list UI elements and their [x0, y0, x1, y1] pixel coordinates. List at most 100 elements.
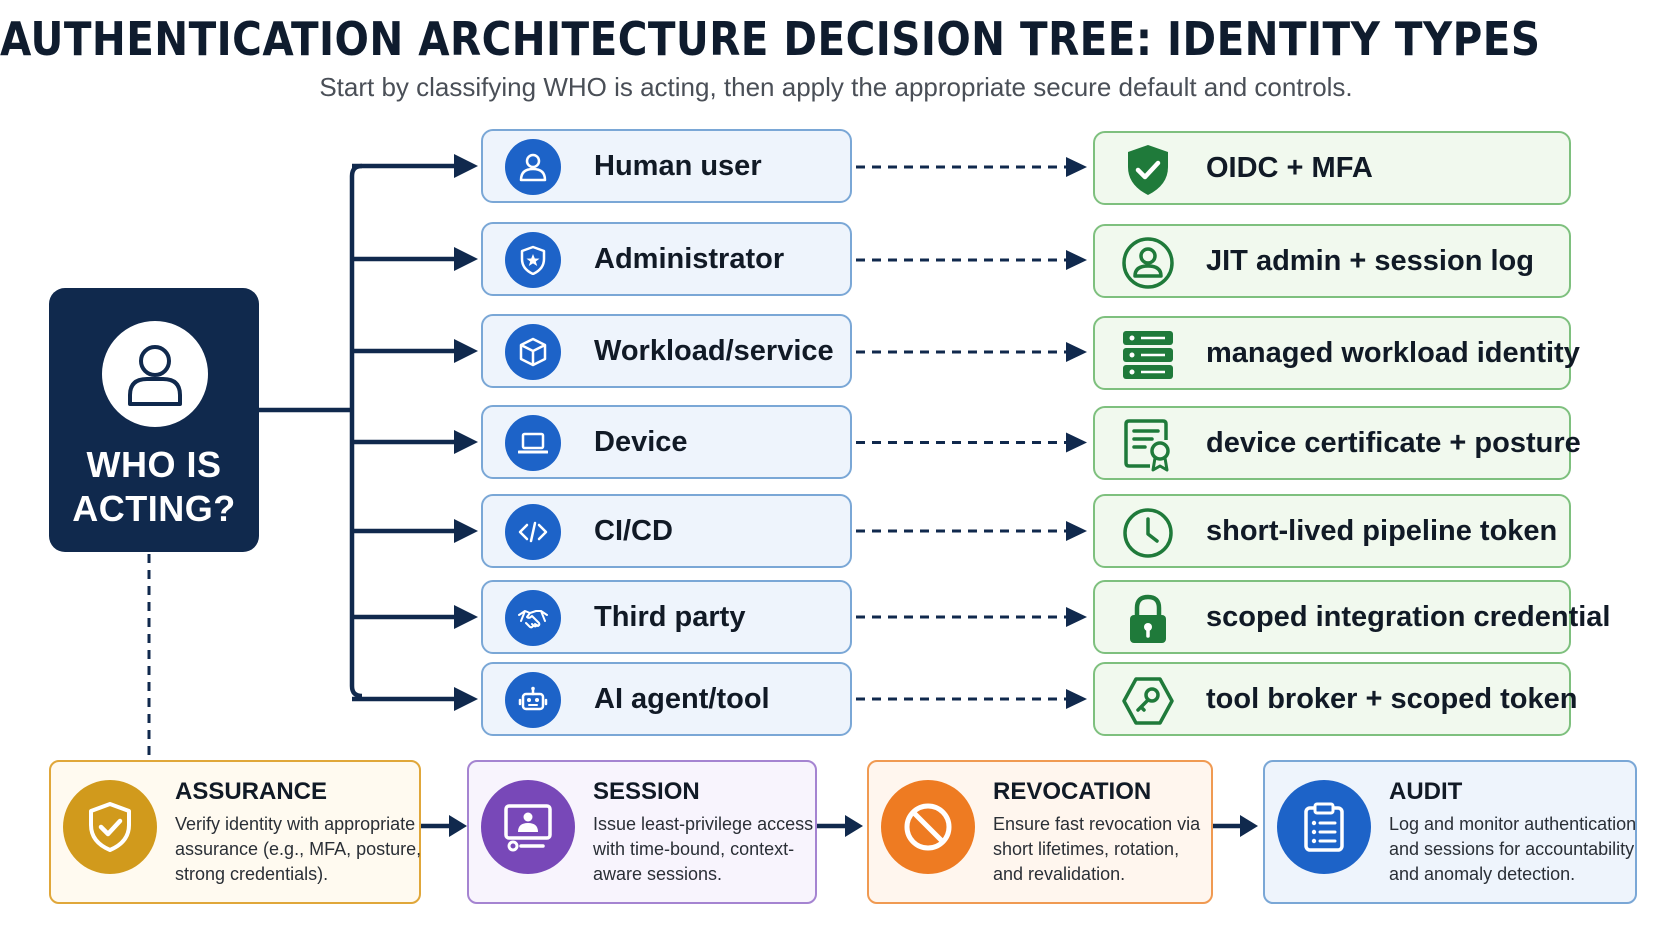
control-label: short-lived pipeline token [1206, 515, 1558, 547]
stage-assurance: ASSURANCE Verify identity with appropria… [49, 760, 421, 904]
control-tool-broker[interactable]: tool broker + scoped token [1093, 662, 1577, 736]
clipboard-list-icon [1277, 780, 1371, 874]
stage-desc-line: and revalidation. [993, 864, 1126, 884]
dashed-arrowhead [1066, 521, 1087, 541]
control-jit-admin[interactable]: JIT admin + session log [1093, 224, 1571, 298]
root-question: WHO IS ACTING? [49, 443, 259, 531]
control-scoped-integration-credential[interactable]: scoped integration credential [1093, 580, 1610, 654]
stage-title: ASSURANCE [175, 778, 328, 805]
page-title: AUTHENTICATION ARCHITECTURE DECISION TRE… [0, 12, 1541, 66]
branch-arrowhead [454, 687, 478, 711]
stage-arrows [421, 815, 1258, 837]
root-line-2: ACTING? [72, 488, 236, 529]
user-circle-icon [1122, 237, 1174, 289]
dashed-arrowhead [1066, 432, 1087, 453]
stage-desc-line: and sessions for accountability [1389, 839, 1635, 859]
identity-label: Administrator [594, 243, 785, 275]
root-line-1: WHO IS [86, 444, 222, 485]
stage-desc-line: Log and monitor authentication [1389, 814, 1637, 834]
dashed-arrowhead [1066, 250, 1087, 270]
stage-session: SESSION Issue least-privilege access wit… [467, 760, 817, 904]
stage-desc-line: and anomaly detection. [1389, 864, 1576, 884]
branch-arrowhead [454, 247, 478, 271]
monitor-user-glyph [504, 804, 552, 852]
dashed-arrowhead [1066, 607, 1087, 627]
stage-desc-line: strong credentials). [175, 864, 329, 884]
control-label: scoped integration credential [1206, 601, 1611, 633]
branch-arrowhead [454, 605, 478, 629]
identity-third-party[interactable]: Third party [481, 580, 852, 654]
stage-desc-line: aware sessions. [593, 864, 723, 884]
handshake-icon [505, 590, 561, 646]
control-label: managed workload identity [1206, 337, 1580, 369]
stage-desc-line: Ensure fast revocation via [993, 814, 1201, 834]
control-short-lived-pipeline-token[interactable]: short-lived pipeline token [1093, 494, 1571, 568]
stage-description: Log and monitor authentication and sessi… [1389, 812, 1636, 887]
stage-audit: AUDIT Log and monitor authentication and… [1263, 760, 1637, 904]
user-icon [128, 345, 182, 406]
branch-arrowhead [454, 154, 478, 178]
cube-glyph [519, 337, 547, 367]
identity-label: AI agent/tool [594, 683, 770, 715]
identity-ai-agent-tool[interactable]: AI agent/tool [481, 662, 852, 736]
root-who-is-acting: WHO IS ACTING? [49, 288, 259, 552]
code-icon [505, 504, 561, 560]
stage-desc-line: assurance (e.g., MFA, posture, [175, 839, 422, 859]
server-icon [1123, 331, 1173, 379]
identity-label: CI/CD [594, 515, 673, 547]
identity-ci-cd[interactable]: CI/CD [481, 494, 852, 568]
shield-check-icon [63, 780, 157, 874]
stage-revocation: REVOCATION Ensure fast revocation via sh… [867, 760, 1213, 904]
identity-device[interactable]: Device [481, 405, 852, 479]
control-label: OIDC + MFA [1206, 152, 1373, 184]
prohibited-glyph [904, 803, 952, 851]
branch-arrowhead [454, 430, 478, 454]
shield-check-glyph [89, 802, 131, 852]
certificate-icon [1124, 419, 1170, 472]
stage-desc-line: short lifetimes, rotation, [993, 839, 1180, 859]
branch-arrows [352, 154, 478, 711]
control-label: device certificate + posture [1206, 427, 1581, 459]
root-avatar [102, 321, 208, 427]
stage-title: SESSION [593, 778, 700, 805]
control-label: JIT admin + session log [1206, 245, 1534, 277]
control-oidc-mfa[interactable]: OIDC + MFA [1093, 131, 1571, 205]
dashed-arrowhead [1066, 342, 1087, 362]
robot-glyph [518, 686, 548, 711]
handshake-glyph [518, 610, 548, 629]
laptop-icon [505, 415, 561, 471]
shield-check-icon [1128, 145, 1168, 195]
control-managed-workload-identity[interactable]: managed workload identity [1093, 316, 1580, 390]
identity-label: Workload/service [594, 335, 834, 367]
page-subtitle: Start by classifying WHO is acting, then… [319, 72, 1353, 102]
code-glyph [518, 521, 548, 543]
prohibited-icon [881, 780, 975, 874]
clipboard-list-glyph [1304, 802, 1344, 852]
dashed-arrows [856, 157, 1087, 709]
clock-icon [1123, 508, 1173, 558]
identity-label: Device [594, 426, 688, 458]
user-icon-glyph [519, 153, 547, 182]
branch-arrowhead [454, 519, 478, 543]
dashed-arrowhead [1066, 157, 1087, 177]
stage-description: Issue least-privilege access with time-b… [593, 812, 813, 887]
lock-icon [1130, 594, 1166, 643]
user-icon [505, 139, 561, 195]
identity-workload-service[interactable]: Workload/service [481, 314, 852, 388]
shield-star-glyph [520, 245, 546, 275]
control-device-certificate[interactable]: device certificate + posture [1093, 406, 1581, 480]
identity-label: Human user [594, 150, 762, 182]
stage-title: AUDIT [1389, 778, 1463, 805]
stage-description: Verify identity with appropriate assuran… [175, 812, 421, 887]
stage-title: REVOCATION [993, 778, 1152, 805]
stage-description: Ensure fast revocation via short lifetim… [993, 812, 1200, 887]
robot-icon [505, 672, 561, 728]
branch-arrowhead [454, 339, 478, 363]
hexagon-key-icon [1122, 677, 1174, 725]
identity-label: Third party [594, 601, 746, 633]
identity-human-user[interactable]: Human user [481, 129, 852, 203]
identity-administrator[interactable]: Administrator [481, 222, 852, 296]
cube-icon [505, 324, 561, 380]
stage-desc-line: Verify identity with appropriate [175, 814, 416, 834]
